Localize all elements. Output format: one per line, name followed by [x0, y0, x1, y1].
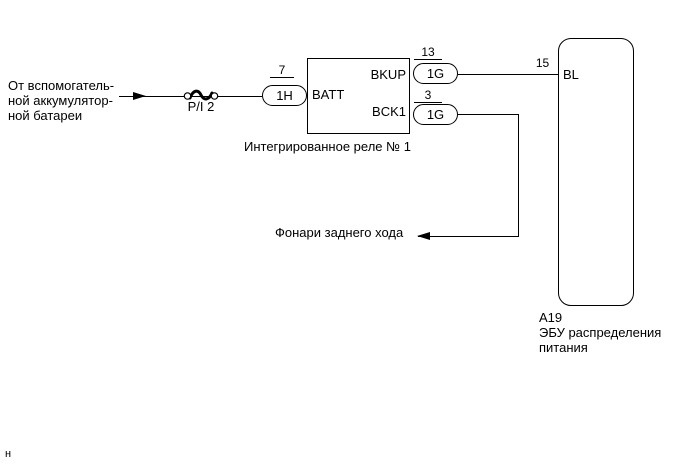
ecu-code-label: A19	[539, 310, 563, 325]
source-label-line1: От вспомогатель-	[8, 78, 115, 93]
terminal-bck1-label: BCK1	[372, 104, 406, 119]
fuse-label: P/I 2	[187, 99, 215, 114]
pin-3-label: 3	[414, 89, 442, 103]
bkup-wire	[458, 74, 558, 75]
relay-box: BATT BKUP BCK1	[307, 58, 410, 134]
flow-arrow-icon	[133, 92, 146, 100]
connector-1g-bottom-code: 1G	[426, 107, 445, 122]
ecu-name-line2: питания	[539, 340, 588, 355]
destination-label: Фонари заднего хода	[275, 225, 404, 240]
source-label: От вспомогатель- ной аккумулятор- ной ба…	[8, 78, 114, 123]
ecu-name-line1: ЭБУ распределения	[539, 325, 662, 340]
source-label-line3: ной батареи	[8, 108, 83, 123]
bck1-wire-down	[518, 114, 519, 237]
relay-name-label: Интегрированное реле № 1	[244, 139, 411, 154]
bck1-wire-out	[458, 114, 519, 115]
terminal-bl-label: BL	[563, 67, 579, 82]
terminal-bkup-label: BKUP	[370, 67, 406, 82]
source-label-line2: ной аккумулятор-	[8, 93, 113, 108]
connector-1h-code: 1H	[276, 88, 293, 103]
fusible-link-icon	[183, 89, 219, 101]
pin-7-label: 7	[270, 64, 294, 78]
ecu-box: BL	[558, 38, 634, 306]
footnote-marker: н	[5, 448, 12, 460]
pin-15-label: 15	[535, 56, 550, 70]
connector-1g-bottom: 1G	[413, 104, 458, 125]
pin-13-label: 13	[414, 46, 442, 60]
connector-1h: 1H	[262, 85, 307, 106]
destination-arrow-icon	[417, 232, 430, 240]
connector-1g-top: 1G	[413, 63, 458, 84]
ecu-name-label: A19 ЭБУ распределения питания	[539, 310, 661, 355]
terminal-batt-label: BATT	[312, 87, 345, 102]
connector-1g-top-code: 1G	[426, 66, 445, 81]
bck1-wire-return	[418, 236, 519, 237]
